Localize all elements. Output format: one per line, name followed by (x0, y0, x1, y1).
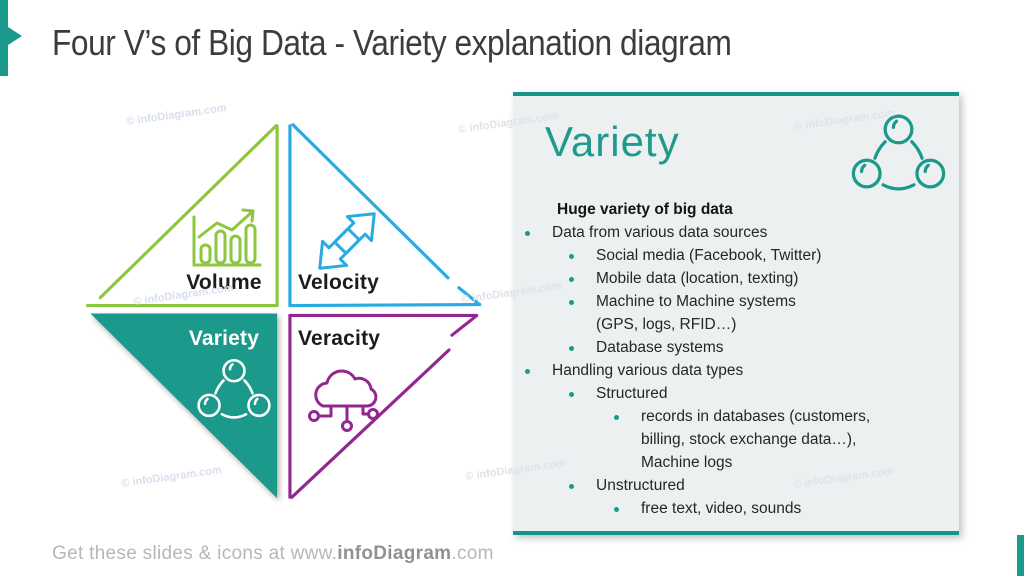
quadrant-velocity (288, 123, 482, 308)
exchange-arrows-icon (318, 212, 376, 270)
slide-accent-bar-top-left (0, 0, 8, 76)
bullet-text: free text, video, sounds (641, 500, 802, 517)
four-vs-diamond-diagram (85, 123, 482, 499)
bullet-dot-icon (614, 507, 619, 512)
bullet-dot-icon (569, 277, 574, 282)
slide-title: Four V’s of Big Data - Variety explanati… (52, 22, 824, 64)
bullet-dot-icon (525, 231, 530, 236)
bullet-text: Unstructured (596, 477, 685, 494)
bullet-text: Database systems (596, 339, 724, 356)
bullet-item: free text, video, sounds (513, 497, 953, 520)
bullet-text: Machine to Machine systems (GPS, logs, R… (596, 293, 796, 333)
footer-credit: Get these slides & icons at www.infoDiag… (52, 543, 494, 565)
bullet-item: Database systems (513, 336, 953, 359)
bar-chart-growth-icon (192, 208, 262, 267)
bullet-dot-icon (569, 300, 574, 305)
quadrant-label-veracity: Veracity (298, 327, 381, 350)
quadrant-label-variety: Variety (188, 327, 260, 350)
bullet-item: Unstructured (513, 474, 953, 497)
bullet-item: Handling various data types (513, 359, 953, 382)
slide-title-text: Four V’s of Big Data - Variety explanati… (52, 22, 732, 63)
quadrant-volume (85, 124, 279, 308)
bullet-dot-icon (569, 484, 574, 489)
slide-accent-arrow-icon (8, 27, 22, 45)
panel-subheading: Huge variety of big data (557, 201, 733, 218)
three-circles-icon (851, 112, 946, 192)
bullet-text: Social media (Facebook, Twitter) (596, 247, 822, 264)
bullet-text: Structured (596, 385, 668, 402)
bullet-text: Handling various data types (552, 362, 744, 379)
quadrant-veracity (288, 313, 479, 499)
bullet-text: Data from various data sources (552, 224, 768, 241)
cloud-network-icon (308, 369, 379, 432)
slide-accent-bar-bottom-right (1017, 535, 1024, 576)
bullet-dot-icon (569, 254, 574, 259)
bullet-dot-icon (569, 392, 574, 397)
footer-prefix: Get these slides & icons at www. (52, 543, 338, 564)
panel-heading: Variety (545, 118, 680, 165)
bullet-item: Machine to Machine systems (GPS, logs, R… (513, 290, 953, 336)
bullet-item: records in databases (customers, billing… (513, 405, 953, 474)
bullet-dot-icon (525, 369, 530, 374)
footer-brand: infoDiagram (337, 543, 452, 564)
bullet-item: Mobile data (location, texting) (513, 267, 953, 290)
quadrant-label-velocity: Velocity (298, 271, 379, 294)
bullet-text: records in databases (customers, billing… (641, 408, 871, 471)
three-circles-icon (197, 357, 271, 420)
quadrant-label-volume: Volume (186, 271, 262, 294)
bullet-dot-icon (569, 346, 574, 351)
bullet-item: Social media (Facebook, Twitter) (513, 244, 953, 267)
footer-suffix: .com (451, 543, 494, 564)
bullet-dot-icon (614, 415, 619, 420)
variety-explanation-panel: Variety Huge variety of big data Data fr… (513, 92, 959, 535)
panel-content: Huge variety of big data Data from vario… (513, 198, 953, 520)
bullet-text: Mobile data (location, texting) (596, 270, 799, 287)
bullet-item: Structured (513, 382, 953, 405)
bullet-item: Data from various data sources (513, 221, 953, 244)
